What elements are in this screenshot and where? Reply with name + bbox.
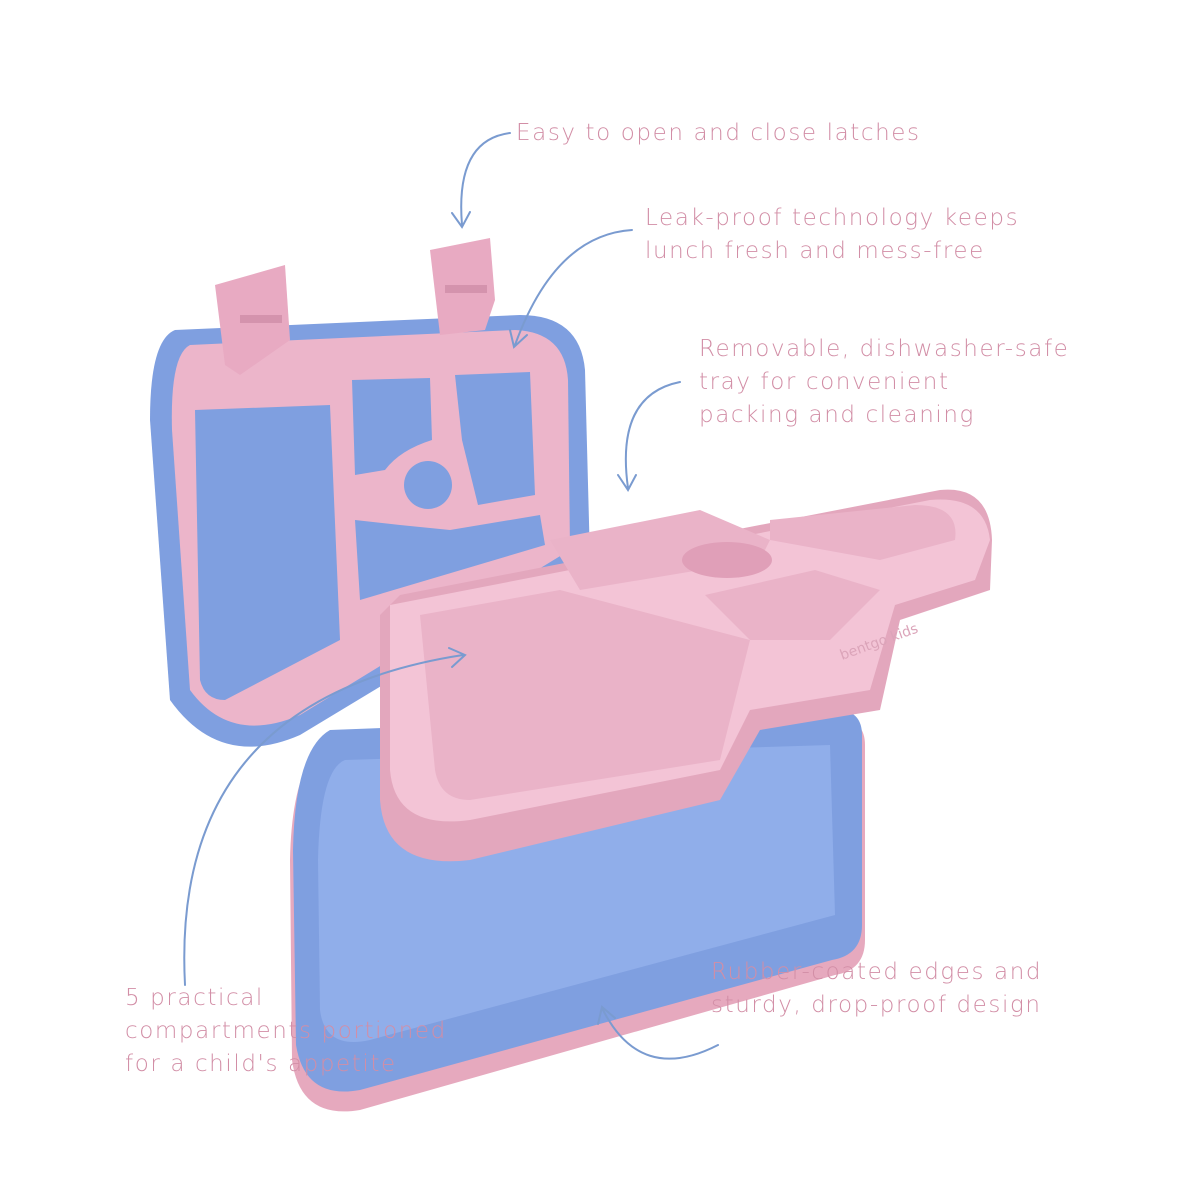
callout-latches: Easy to open and close latches (516, 117, 921, 150)
arrow-edges (597, 1005, 719, 1060)
callout-line: sturdy, drop-proof design (711, 992, 1042, 1018)
callout-line: compartments portioned (125, 1018, 447, 1044)
callout-line: lunch fresh and mess-free (645, 238, 985, 264)
latch-left (215, 265, 290, 375)
arrow-tray (617, 381, 681, 492)
latch-right (430, 238, 495, 335)
lunchbox-lid (150, 315, 590, 747)
callout-line: 5 practical (125, 985, 264, 1011)
callout-compartments: 5 practical compartments portioned for a… (125, 982, 447, 1081)
callout-tray: Removable, dishwasher-safe tray for conv… (699, 333, 1069, 432)
arrow-leakproof (509, 229, 633, 349)
callout-line: Easy to open and close latches (516, 120, 921, 146)
callout-leakproof: Leak-proof technology keeps lunch fresh … (645, 202, 1019, 268)
callout-line: Removable, dishwasher-safe (699, 336, 1070, 362)
arrow-compartments (183, 647, 467, 986)
callout-line: Leak-proof technology keeps (645, 205, 1020, 231)
callout-line: Rubber-coated edges and (711, 959, 1043, 985)
arrow-latches (451, 132, 511, 229)
callout-line: packing and cleaning (699, 402, 975, 428)
callout-line: for a child's appetite (125, 1051, 397, 1077)
callout-line: tray for convenient (699, 369, 950, 395)
removable-tray (380, 489, 992, 862)
callout-edges: Rubber-coated edges and sturdy, drop-pro… (711, 956, 1042, 1022)
